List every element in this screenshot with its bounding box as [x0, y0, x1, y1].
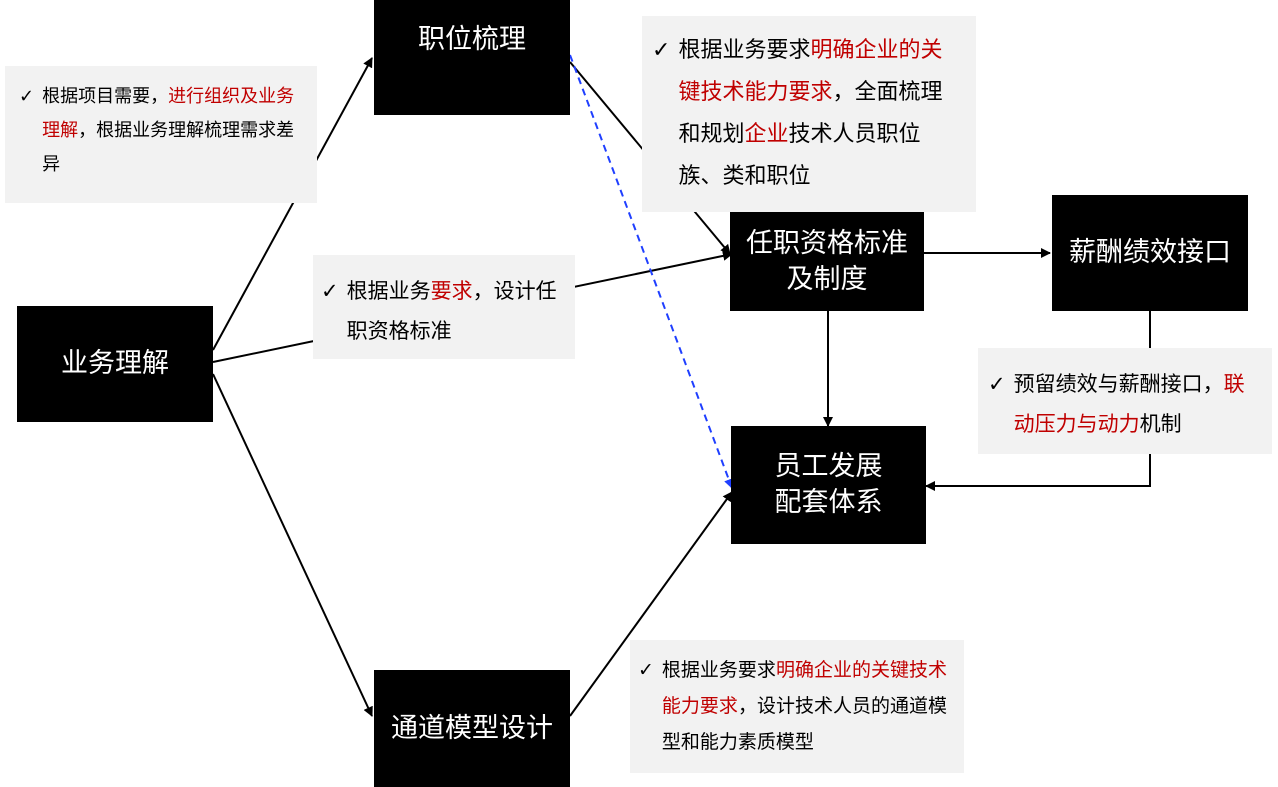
note-qualification-text-1: 根据业务: [346, 279, 431, 303]
node-position-sorting: 职位梳理: [374, 0, 570, 115]
note-position-text-3: 技术人员职位族、类和职位: [678, 122, 921, 189]
link-channel-development: [569, 491, 733, 717]
node-development-label-2: 配套体系: [774, 487, 883, 518]
note-qualification-text-2: ，设计任职资格标准: [346, 279, 557, 343]
note-business-text-2: ，根据业务理解梳理需求差异: [42, 120, 295, 175]
note-position-highlight-1: 明确企业的关键技术能力要求: [678, 38, 943, 105]
node-qualification-label-1: 任职资格标准: [746, 227, 908, 259]
node-qualification-standard: 任职资格标准 及制度: [730, 212, 924, 311]
note-qualification: ✓ 根据业务要求，设计任职资格标准: [313, 255, 575, 359]
note-business: ✓ 根据项目需要，进行组织及业务理解，根据业务理解梳理需求差异: [5, 66, 317, 203]
note-business-text-1: 根据项目需要，: [42, 86, 169, 107]
node-business-understanding: 业务理解: [17, 306, 213, 422]
note-position: ✓ 根据业务要求明确企业的关键技术能力要求，全面梳理和规划企业技术人员职位族、类…: [642, 16, 976, 212]
node-channel-model-design: 通道模型设计: [374, 670, 570, 787]
note-channel-text-2: ，设计技术人员的通道模型和能力素质模型: [661, 695, 947, 753]
note-position-text-1: 根据业务要求: [678, 38, 811, 63]
note-business-highlight: 进行组织及业务理解: [42, 86, 295, 141]
link-position-development-dashed: [569, 54, 734, 489]
node-business-label: 业务理解: [61, 348, 169, 379]
node-position-label: 职位梳理: [418, 24, 526, 55]
note-position-text-2: ，全面梳理和规划: [678, 80, 943, 147]
node-employee-development: 员工发展 配套体系: [731, 426, 926, 544]
node-development-label-1: 员工发展: [774, 451, 883, 482]
link-business-position: [212, 57, 373, 351]
check-icon: ✓: [19, 86, 35, 107]
check-icon: ✓: [638, 659, 654, 681]
note-compensation: ✓ 预留绩效与薪酬接口，联动压力与动力机制: [978, 348, 1272, 454]
node-qualification-label-2: 及制度: [786, 263, 868, 295]
note-channel-highlight: 明确企业的关键技术能力要求: [661, 659, 947, 717]
note-position-highlight-2: 企业: [744, 122, 789, 147]
link-business-channel: [212, 373, 373, 717]
check-icon: ✓: [321, 279, 339, 303]
check-icon: ✓: [988, 372, 1006, 396]
note-compensation-text-1: 预留绩效与薪酬接口，: [1013, 372, 1224, 396]
node-channel-label: 通道模型设计: [391, 712, 553, 744]
note-channel: ✓ 根据业务要求明确企业的关键技术能力要求，设计技术人员的通道模型和能力素质模型: [630, 640, 964, 773]
note-channel-text-1: 根据业务要求: [661, 659, 776, 681]
node-compensation-interface: 薪酬绩效接口: [1052, 195, 1248, 311]
note-compensation-highlight: 联动压力与动力: [1013, 372, 1245, 436]
check-icon: ✓: [652, 38, 671, 63]
node-compensation-label: 薪酬绩效接口: [1069, 237, 1231, 268]
note-compensation-text-2: 机制: [1139, 412, 1182, 436]
note-qualification-highlight: 要求: [430, 279, 473, 303]
